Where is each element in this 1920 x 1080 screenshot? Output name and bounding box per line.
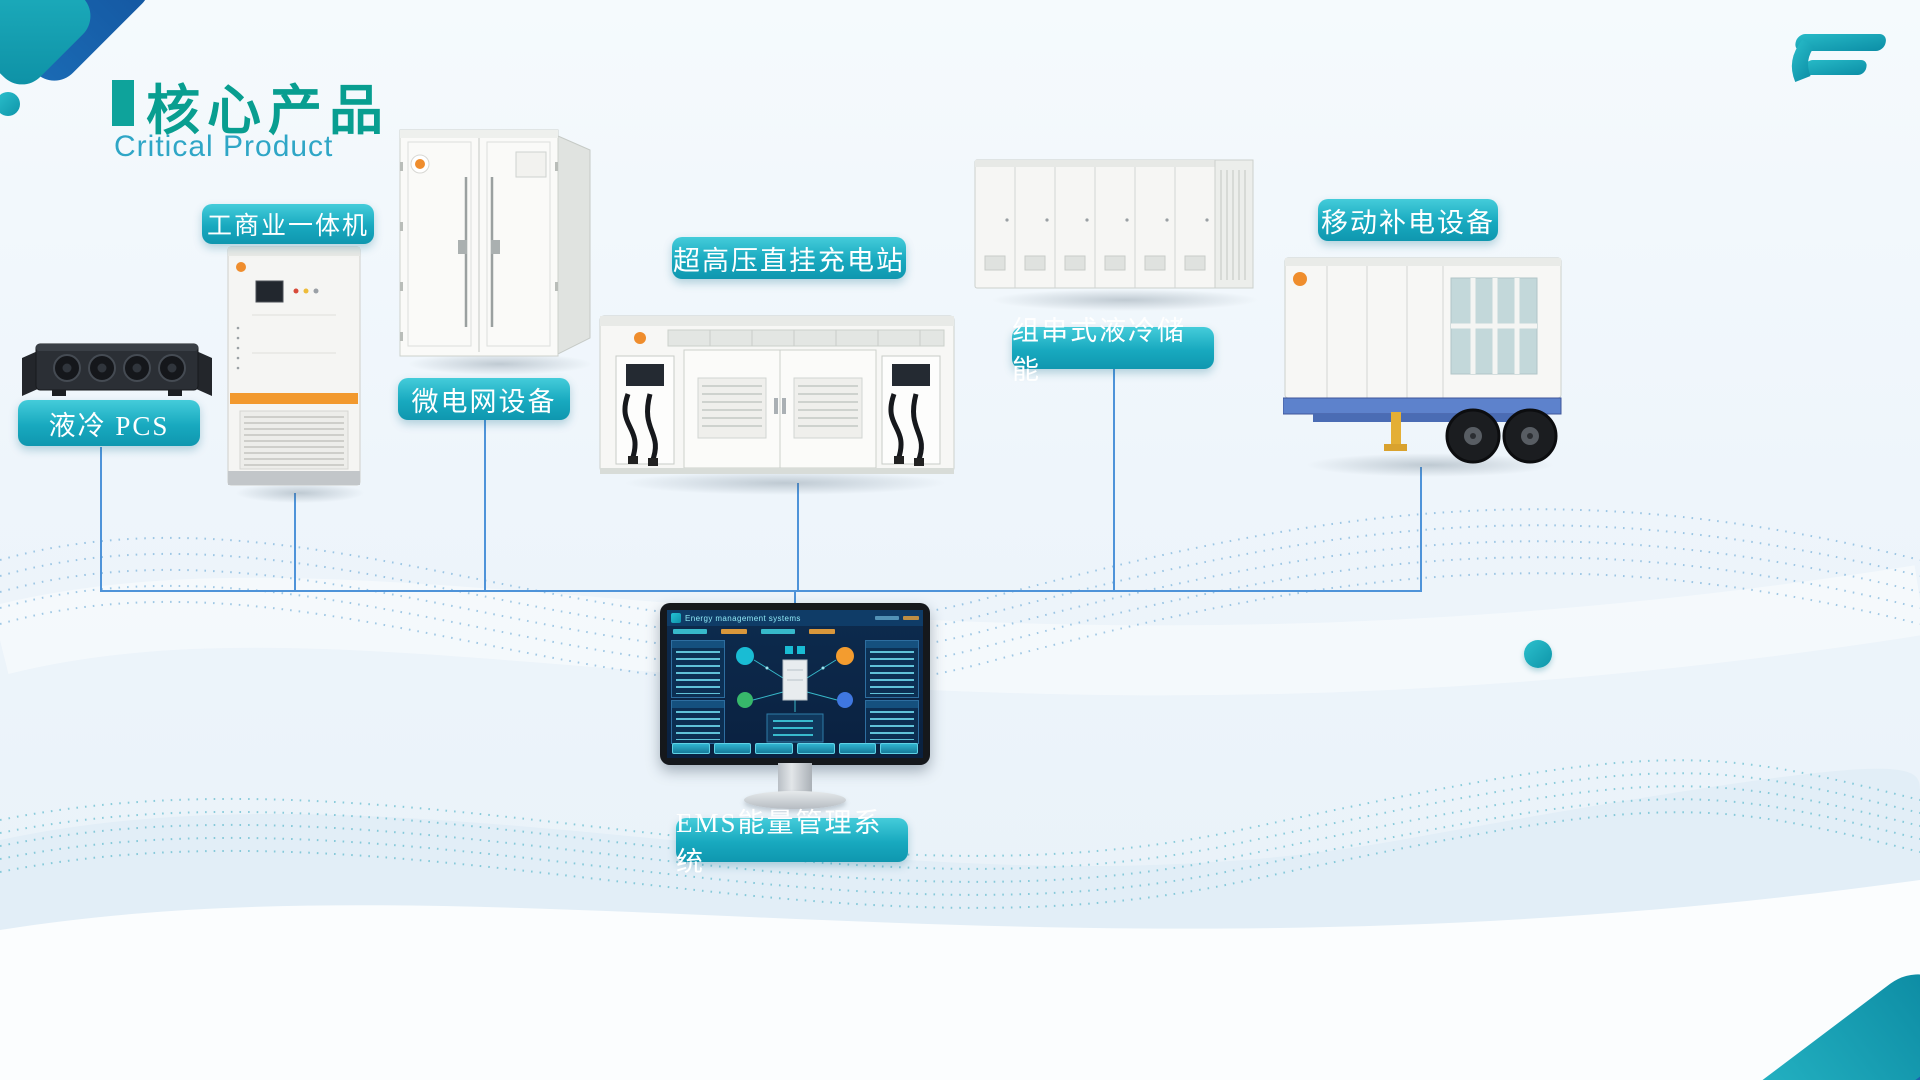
title-accent-bar — [112, 80, 134, 126]
label-all-in-one: 工商业一体机 — [202, 204, 374, 244]
page-subtitle: Critical Product — [114, 130, 334, 163]
label-string-storage: 组串式液冷储能 — [1012, 316, 1214, 385]
ems-node-grid-icon — [736, 647, 754, 665]
ems-screen-title: Energy management systems — [685, 613, 801, 623]
microgrid-container-illustration — [399, 129, 591, 357]
shadow — [980, 288, 1270, 312]
ems-mode-chip — [721, 629, 747, 634]
brand-logo-icon — [1791, 34, 1886, 82]
ems-screen-header: Energy management systems — [667, 610, 923, 626]
corner-dot-top-left — [0, 92, 20, 116]
ems-node-storage-icon — [837, 692, 853, 708]
ems-button — [672, 743, 710, 754]
ems-monitor: Energy management systems — [660, 603, 930, 821]
ems-logo-icon — [671, 613, 681, 623]
ems-button-row — [672, 743, 919, 754]
ems-mode-row — [673, 629, 917, 636]
right-side-dot — [1524, 640, 1552, 668]
ems-button — [713, 743, 752, 754]
ems-flow-diagram — [736, 646, 854, 743]
connector-string-storage — [1113, 369, 1115, 590]
ems-button — [838, 743, 877, 754]
ems-panel-left-top — [671, 640, 725, 698]
mobile-power-trailer-illustration — [1283, 257, 1562, 464]
monitor-screen: Energy management systems — [667, 610, 923, 758]
ems-node-load-icon — [737, 692, 753, 708]
label-charging-station: 超高压直挂充电站 — [672, 237, 906, 279]
connector-pcs — [100, 447, 102, 590]
ems-button — [880, 743, 919, 754]
pcs-unit-illustration — [22, 343, 212, 396]
label-ems: EMS能量管理系统 — [676, 808, 908, 877]
ems-header-status — [875, 616, 899, 620]
ems-panel-left-bottom — [671, 700, 725, 744]
connector-ems — [794, 590, 796, 606]
ems-icon-small — [785, 646, 793, 654]
ems-button — [755, 743, 794, 754]
brand-mark-icon — [1293, 272, 1307, 286]
charging-station-illustration — [599, 315, 955, 474]
ems-mode-chip — [761, 629, 795, 634]
ems-mode-chip — [673, 629, 707, 634]
ems-node-pv-icon — [836, 647, 854, 665]
page-title: 核心产品 — [146, 81, 390, 141]
connector-charging-station — [797, 483, 799, 590]
string-storage-illustration — [974, 159, 1254, 289]
connector-all-in-one — [294, 493, 296, 590]
monitor-stand-base — [744, 791, 846, 809]
shadow — [230, 482, 370, 504]
ems-mode-chip — [809, 629, 835, 634]
ems-panel-right-top — [865, 640, 919, 698]
label-microgrid: 微电网设备 — [398, 378, 570, 420]
monitor-stand-neck — [778, 763, 812, 795]
label-mobile-power: 移动补电设备 — [1318, 199, 1498, 241]
shadow — [610, 470, 960, 496]
connector-microgrid — [484, 420, 486, 590]
ems-header-clock — [903, 616, 919, 620]
ems-button — [797, 743, 835, 754]
connector-horizontal — [100, 590, 1422, 592]
label-liquid-cooled-pcs: 液冷 PCS — [18, 400, 200, 446]
ems-icon-small — [797, 646, 805, 654]
all-in-one-cabinet-illustration — [227, 246, 361, 486]
connector-mobile-power — [1420, 467, 1422, 590]
ems-panel-right-bottom — [865, 700, 919, 744]
brand-mark-icon — [236, 262, 246, 272]
brand-mark-icon — [634, 332, 646, 344]
